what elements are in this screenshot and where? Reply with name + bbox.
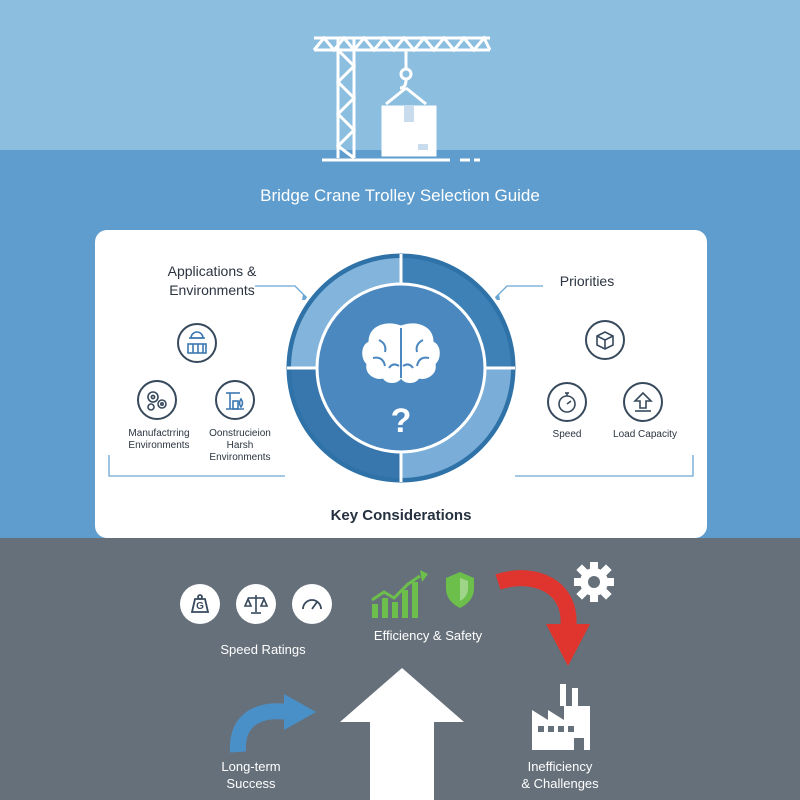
worker-factory-icon <box>177 323 217 363</box>
manufacturing-label: Manufactrring Environments <box>128 428 190 451</box>
long-term-line2: Success <box>226 776 276 791</box>
speed-label: Speed <box>552 429 582 440</box>
question-mark: ? <box>390 402 412 440</box>
inefficiency-challenges-label: Inefficiency & Challenges <box>500 758 620 792</box>
applications-heading: Applications & Environments <box>167 263 257 298</box>
gear-icon <box>574 562 614 602</box>
long-term-success-label: Long-term Success <box>196 758 306 792</box>
weight-icon: G <box>180 584 220 624</box>
red-curved-arrow-icon <box>495 570 590 666</box>
blue-curved-arrow-icon <box>229 694 316 753</box>
stopwatch-icon <box>547 382 587 422</box>
key-considerations-card: Applications & Environments Priorities <box>95 230 707 538</box>
efficiency-safety-label: Efficiency & Safety <box>373 628 483 643</box>
growth-chart-icon <box>371 570 428 618</box>
box-icon <box>585 320 625 360</box>
priorities-heading: Priorities <box>559 273 615 289</box>
crane-icon <box>312 35 492 162</box>
shield-icon <box>446 572 474 608</box>
construction-label: Oonstrucieion Harsh Environments <box>209 428 271 463</box>
upload-arrow-icon <box>623 382 663 422</box>
weight-icon-text: G <box>196 601 204 612</box>
considerations-wheel <box>283 250 519 486</box>
connector-lines <box>108 285 694 477</box>
factory-icon <box>532 684 590 750</box>
inefficiency-line1: Inefficiency <box>527 759 593 774</box>
key-considerations-label: Key Considerations <box>330 507 472 524</box>
gears-icon <box>137 380 177 420</box>
speed-ratings-label: Speed Ratings <box>220 642 306 657</box>
inefficiency-line2: & Challenges <box>521 776 599 791</box>
long-term-line1: Long-term <box>221 759 281 774</box>
load-capacity-label: Load Capacity <box>613 429 677 440</box>
construction-icon <box>215 380 255 420</box>
scale-icon <box>236 584 276 624</box>
gauge-icon <box>292 584 332 624</box>
page-title: Bridge Crane Trolley Selection Guide <box>260 186 540 205</box>
up-arrow-icon <box>340 668 464 800</box>
